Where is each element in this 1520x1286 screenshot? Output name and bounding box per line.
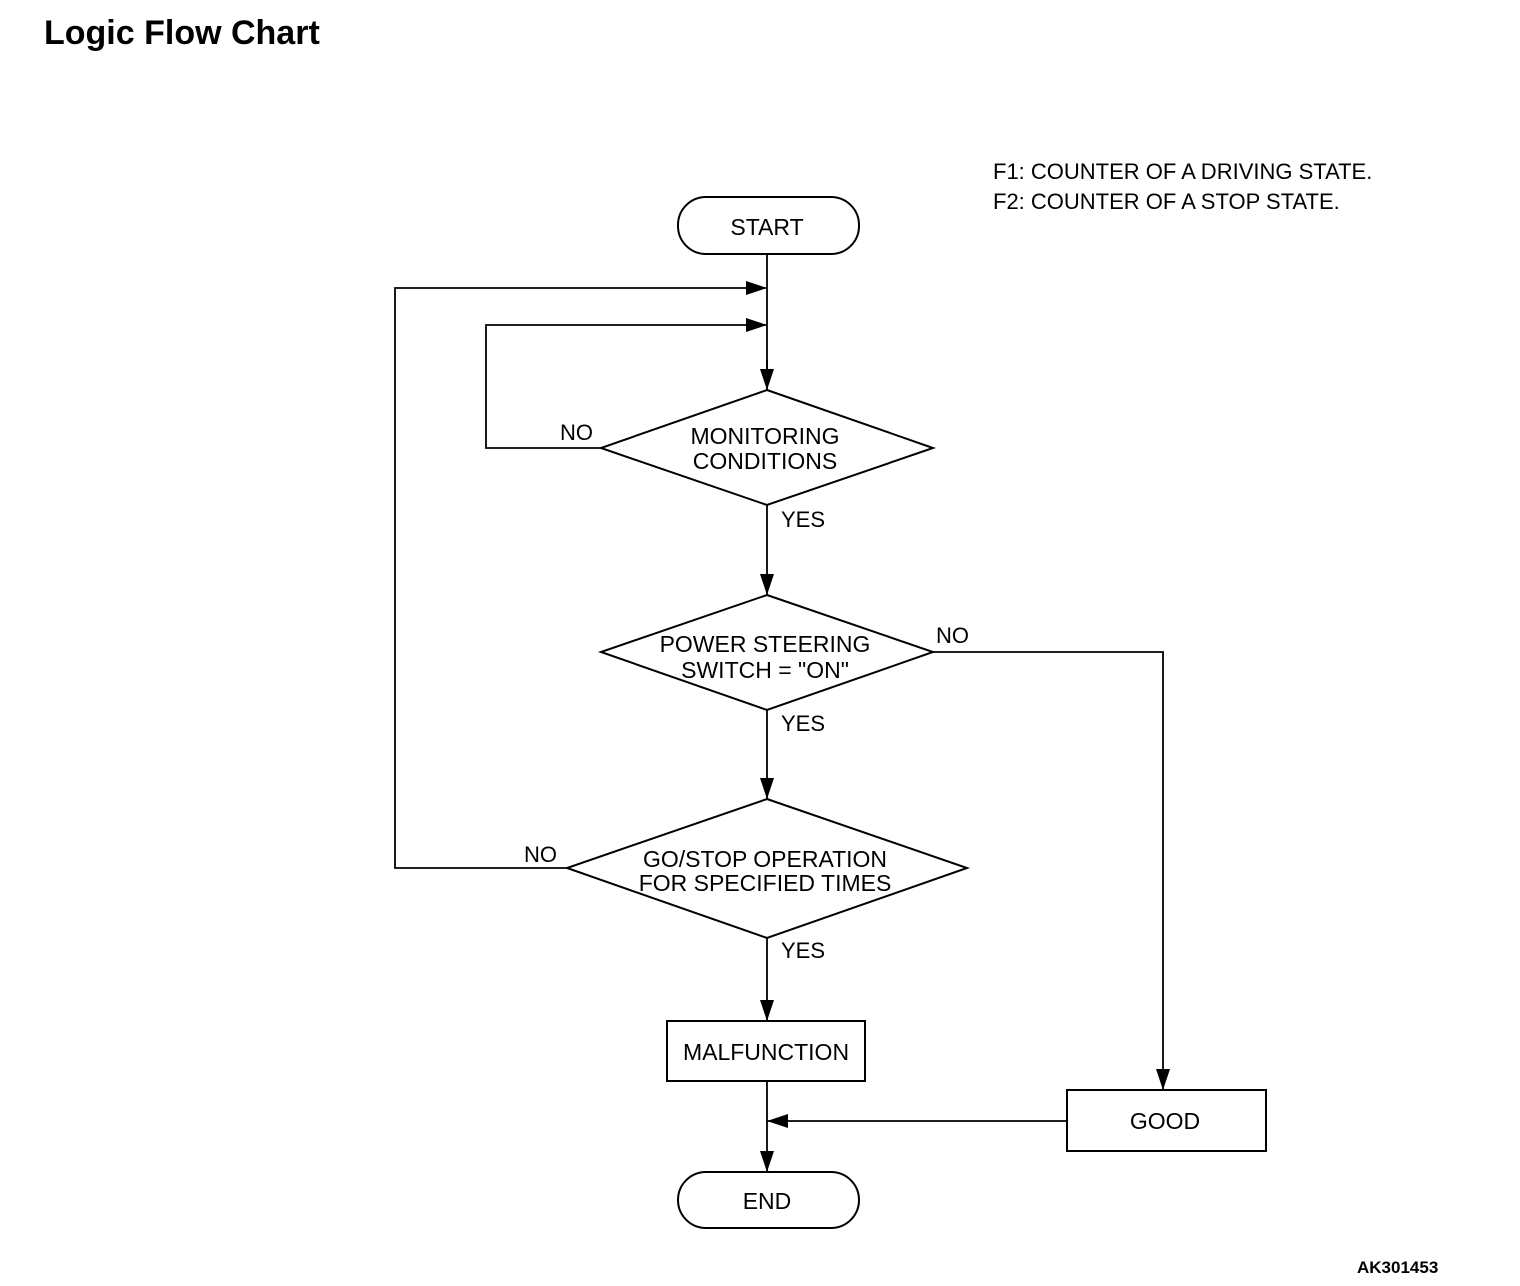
arrowhead-loop-outer xyxy=(746,281,767,295)
page-title: Logic Flow Chart xyxy=(44,14,320,52)
node-power-steering-label-2: SWITCH = "ON" xyxy=(681,657,849,683)
node-end-label: END xyxy=(743,1188,792,1214)
legend-item-f1: F1: COUNTER OF A DRIVING STATE. xyxy=(993,159,1373,184)
terminator-end xyxy=(677,1171,860,1229)
label-power-steering-yes: YES xyxy=(781,711,825,736)
node-malfunction-label: MALFUNCTION xyxy=(683,1039,849,1065)
arrowhead-into-good xyxy=(1156,1069,1170,1090)
label-go-stop-yes: YES xyxy=(781,938,825,963)
arrowhead-loop-inner xyxy=(746,318,767,332)
node-end: END xyxy=(677,1171,860,1229)
label-monitoring-yes: YES xyxy=(781,507,825,532)
edge-power-steering-to-good xyxy=(933,651,1164,1090)
node-power-steering-label-1: POWER STEERING xyxy=(660,631,871,657)
decision-go-stop-operation xyxy=(563,797,971,940)
node-monitoring-label-2: CONDITIONS xyxy=(693,448,837,474)
process-good xyxy=(1066,1089,1267,1152)
edge-labels: NO YES NO YES NO YES xyxy=(524,420,969,963)
loop-go-stop-no xyxy=(394,287,767,869)
node-monitoring-conditions: MONITORING CONDITIONS xyxy=(597,388,937,507)
node-power-steering-switch: POWER STEERING SWITCH = "ON" xyxy=(597,593,937,712)
decision-power-steering-switch xyxy=(597,593,937,712)
label-monitoring-no: NO xyxy=(560,420,593,445)
label-power-steering-no: NO xyxy=(936,623,969,648)
node-start: START xyxy=(677,196,860,255)
node-malfunction: MALFUNCTION xyxy=(666,1020,866,1082)
figure-code: AK301453 xyxy=(1357,1258,1439,1277)
arrowheads xyxy=(746,281,1170,1172)
arrowhead-into-malfunction xyxy=(760,1000,774,1021)
arrowhead-into-monitoring xyxy=(760,369,774,390)
legend: F1: COUNTER OF A DRIVING STATE. F2: COUN… xyxy=(993,157,1372,217)
node-good: GOOD xyxy=(1066,1089,1267,1152)
node-go-stop-label-1: GO/STOP OPERATION xyxy=(643,846,887,872)
arrowhead-good-to-end xyxy=(767,1114,788,1128)
legend-item-f2: F2: COUNTER OF A STOP STATE. xyxy=(993,189,1340,214)
arrowhead-into-go-stop xyxy=(760,778,774,799)
loop-monitoring-no xyxy=(485,324,767,449)
label-go-stop-no: NO xyxy=(524,842,557,867)
process-malfunction xyxy=(666,1020,866,1082)
decision-monitoring-conditions xyxy=(597,388,937,507)
node-monitoring-label-1: MONITORING xyxy=(690,423,839,449)
node-go-stop-label-2: FOR SPECIFIED TIMES xyxy=(639,870,892,896)
node-start-label: START xyxy=(730,214,803,240)
arrowhead-into-end xyxy=(760,1151,774,1172)
node-go-stop-operation: GO/STOP OPERATION FOR SPECIFIED TIMES xyxy=(563,797,971,940)
arrowhead-into-power-steering xyxy=(760,574,774,595)
terminator-start xyxy=(677,196,860,255)
node-good-label: GOOD xyxy=(1130,1108,1200,1134)
